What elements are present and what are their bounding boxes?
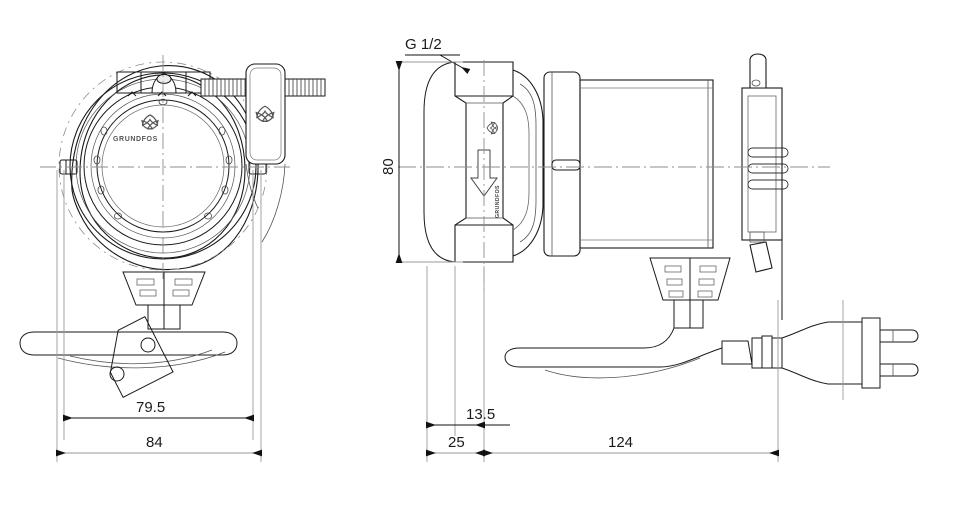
front-control-box	[200, 63, 326, 243]
dim-25: 25	[426, 434, 485, 457]
thread-spec-value: G 1/2	[405, 36, 442, 53]
dim-13-5: 13.5	[426, 406, 510, 429]
front-mounting-strap	[109, 315, 174, 399]
knurled-nut-left	[200, 78, 250, 97]
front-cable-gland	[122, 271, 206, 330]
front-view: GRUNDFOS 79.5 84	[19, 55, 326, 462]
side-cable-gland	[649, 257, 731, 329]
front-centerlines	[40, 55, 290, 280]
dim-13-5-value: 13.5	[466, 406, 495, 423]
dim-84-value: 84	[146, 434, 163, 451]
side-terminal-box	[741, 53, 789, 320]
side-view: GRUNDFOS G 1/2 80	[380, 36, 919, 462]
plug-pins	[879, 329, 919, 377]
front-power-cord	[19, 331, 238, 369]
front-extension-lines	[56, 170, 262, 462]
side-body-wordmark: GRUNDFOS	[495, 185, 501, 218]
thread-spec-callout: G 1/2	[405, 36, 471, 75]
side-power-cord	[504, 317, 919, 389]
side-extension-lines	[426, 266, 779, 462]
dim-80: 80	[380, 61, 463, 263]
side-volute	[512, 69, 544, 257]
dim-84: 84	[56, 434, 262, 457]
front-wordmark: GRUNDFOS	[113, 136, 158, 143]
flow-direction-arrow	[470, 149, 498, 197]
dim-79-5: 79.5	[63, 399, 254, 422]
front-flange-bolts	[93, 98, 233, 220]
side-vent-slots	[747, 147, 789, 190]
dim-80-value: 80	[380, 158, 397, 175]
front-brand-mark: GRUNDFOS	[113, 114, 159, 143]
front-pump-body	[71, 65, 259, 270]
dim-79-5-value: 79.5	[136, 399, 165, 416]
dim-124-value: 124	[608, 434, 633, 451]
dim-25-value: 25	[448, 434, 465, 451]
dim-124: 124	[483, 434, 779, 457]
side-motor-housing	[543, 71, 714, 257]
